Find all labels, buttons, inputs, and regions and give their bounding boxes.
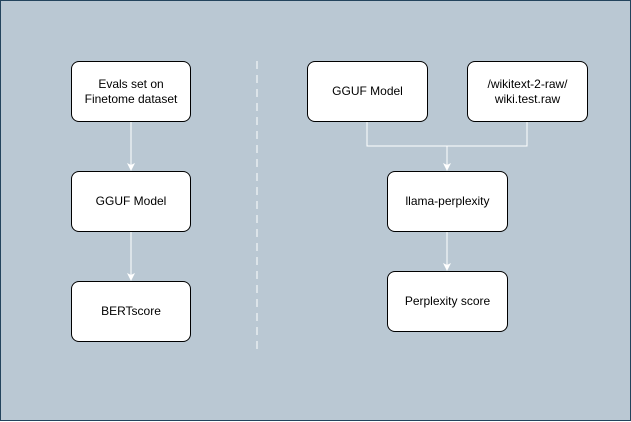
- perplexity-score-label: Perplexity score: [404, 294, 491, 308]
- llama-perplexity-node: llama-perplexity: [387, 171, 508, 232]
- left-gguf-model-node: GGUF Model: [71, 171, 191, 232]
- right-gguf-model-node: GGUF Model: [307, 61, 428, 122]
- evals-set-node: Evals set on Finetome dataset: [71, 61, 191, 122]
- bertscore-node: BERTscore: [71, 281, 191, 342]
- edge-wikitext-to-llama: [446, 122, 528, 170]
- right-gguf-model-label: GGUF Model: [332, 84, 403, 98]
- left-gguf-model-label: GGUF Model: [95, 194, 167, 208]
- llama-perplexity-label: llama-perplexity: [405, 194, 490, 208]
- edge-gguf-to-llama: [366, 122, 451, 171]
- evals-set-label: Evals set on Finetome dataset: [84, 76, 178, 106]
- bertscore-label: BERTscore: [101, 304, 161, 318]
- perplexity-score-node: Perplexity score: [387, 271, 508, 332]
- wikitext-label: /wikitext-2-raw/ wiki.test.raw: [487, 76, 568, 106]
- wikitext-node: /wikitext-2-raw/ wiki.test.raw: [467, 61, 588, 122]
